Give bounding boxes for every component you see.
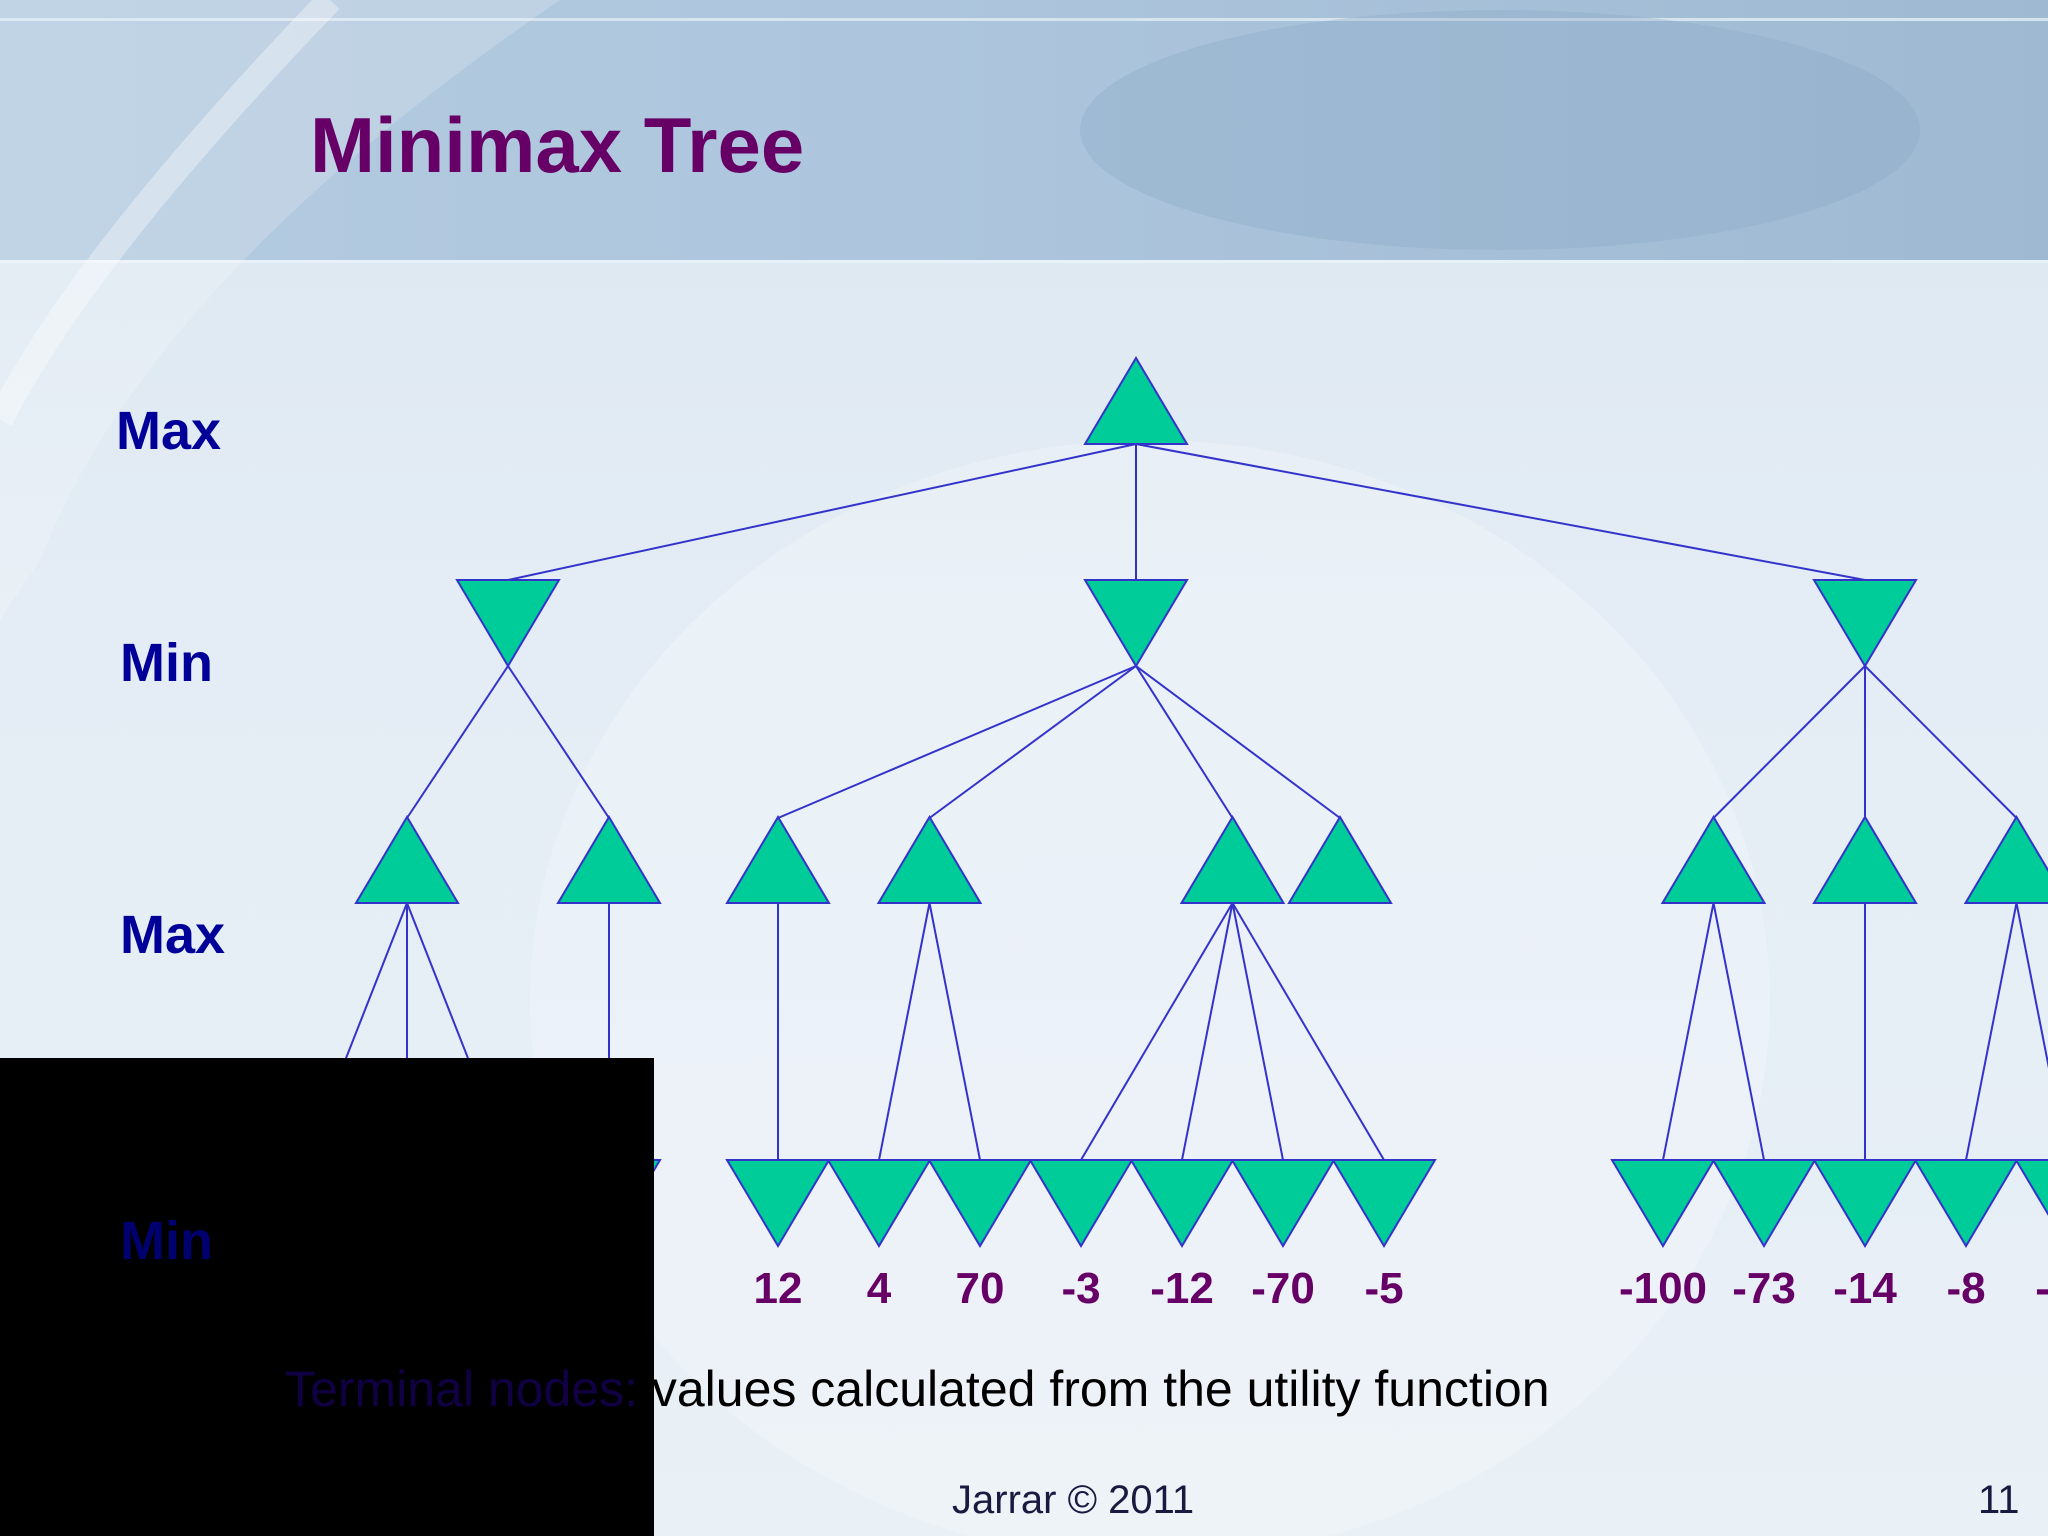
footer-copyright: Jarrar © 2011 (952, 1478, 1195, 1522)
leaf-value-label: 70 (956, 1264, 1005, 1313)
tree-edge (507, 443, 1137, 581)
min-node (1812, 579, 1918, 668)
max-node (725, 815, 831, 904)
min-node-leaf (1812, 1159, 1918, 1248)
min-node-leaf (826, 1159, 932, 1248)
page-number: 11 (1978, 1478, 2020, 1522)
max-node (1287, 815, 1393, 904)
leaf-value-label: -3 (1061, 1264, 1100, 1313)
tree-edge (1181, 902, 1234, 1161)
header-line (0, 260, 2048, 263)
max-node (876, 815, 983, 904)
min-node-leaf (1913, 1159, 2019, 1248)
tree-edge (1135, 665, 1341, 819)
caption: Terminal nodes: values calculated from t… (285, 1360, 1550, 1418)
tree-edge (1135, 443, 1866, 581)
min-node-leaf (1028, 1159, 1134, 1248)
min-node-leaf (1331, 1159, 1437, 1248)
min-node-leaf (927, 1159, 1033, 1248)
tree-edge (406, 665, 509, 819)
leaf-value-label: -5 (1364, 1264, 1403, 1313)
max-node (354, 815, 460, 904)
leaf-value-label: -14 (1833, 1264, 1897, 1313)
max-node-root (1083, 356, 1189, 445)
tree-edge (1231, 902, 1385, 1161)
leaf-value-label: -100 (1619, 1264, 1707, 1313)
level-label-max: Max (120, 905, 226, 965)
level-label-min: Min (120, 633, 213, 693)
leaf-value-label: -73 (1732, 1264, 1796, 1313)
max-node (1660, 815, 1767, 904)
leaf-value-label: -12 (1150, 1264, 1214, 1313)
leaf-value-label: -70 (1251, 1264, 1315, 1313)
tree-edge (928, 665, 1137, 819)
caption-term: Terminal nodes: (285, 1361, 638, 1417)
caption-text: values calculated from the utility funct… (637, 1361, 1550, 1417)
leaf-value-label: -8 (1946, 1264, 1985, 1313)
min-node (1083, 579, 1189, 668)
min-node-leaf (1230, 1159, 1336, 1248)
leaf-value-label: 4 (867, 1264, 892, 1313)
min-node-leaf (1711, 1159, 1817, 1248)
tree-edge (878, 902, 931, 1161)
tree-edge (1080, 902, 1234, 1161)
min-node-leaf (2014, 1159, 2048, 1216)
tree-edge (1135, 665, 1234, 819)
max-node (1812, 815, 1918, 904)
max-node (1179, 815, 1286, 904)
header-line (0, 18, 2048, 21)
tree-edge (777, 665, 1137, 819)
tree-edge (2015, 902, 2048, 1069)
tree-edge (1662, 902, 1715, 1161)
min-node-leaf (1610, 1159, 1716, 1248)
min-node (455, 579, 561, 668)
max-node (1963, 815, 2048, 904)
tree-edge (1231, 902, 1284, 1161)
tree-edge (1864, 665, 2018, 819)
tree-edge (1712, 665, 1866, 819)
level-label-max: Max (116, 401, 222, 461)
leaf-value-label: -24 (2035, 1264, 2048, 1313)
header-band (0, 0, 2048, 262)
tree-edge (507, 665, 610, 819)
min-node-leaf (725, 1159, 831, 1248)
level-label-min: Min (120, 1211, 213, 1271)
max-node (556, 815, 662, 904)
tree-edge (928, 902, 981, 1161)
tree-edge (1965, 902, 2018, 1161)
black-occlusion-box (0, 1058, 654, 1536)
min-node-leaf (1129, 1159, 1235, 1248)
slide-title: Minimax Tree (310, 101, 805, 189)
tree-edge (1712, 902, 1765, 1161)
leaf-value-label: 12 (754, 1264, 803, 1313)
